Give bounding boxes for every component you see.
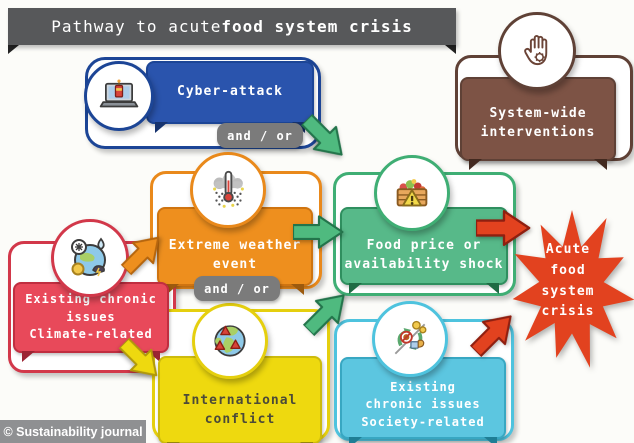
arrow-food-to-crisis	[476, 210, 531, 246]
supply-cycle-icon	[394, 320, 427, 355]
weather-label-2: event	[212, 257, 258, 273]
stop-hand-gear-icon	[524, 35, 548, 66]
ribbon-fold-left	[8, 45, 19, 54]
title-text-bold: food system crisis	[221, 17, 413, 36]
cyber-attack-circle	[84, 61, 154, 131]
and-or-pill-top: and / or	[217, 123, 303, 148]
conflict-label-2: conflict	[204, 412, 276, 428]
society-circle	[372, 301, 448, 377]
society-label-2: chronic issues	[365, 397, 481, 412]
arrow-cyber-to-food	[300, 113, 343, 156]
conflict-globe-icon	[214, 325, 246, 357]
interventions-label-1: System-wide	[489, 106, 587, 122]
climate-label-2: issues	[66, 309, 116, 324]
climate-label-3: Climate-related	[29, 327, 153, 342]
storm-thermometer-icon	[213, 170, 244, 208]
society-label-3: Society-related	[361, 414, 485, 429]
conflict-label-1: International	[182, 393, 298, 409]
society-label-1: Existing	[390, 379, 456, 394]
crisis-label: Acute food system crisis	[541, 242, 595, 320]
credit-bar: © Sustainability journal	[0, 420, 146, 443]
conflict-circle	[192, 303, 268, 379]
arrow-climate-to-conflict	[118, 337, 158, 377]
interventions-label-2: interventions	[480, 125, 596, 140]
arrow-weather-to-food	[293, 215, 344, 249]
laptop-malware-icon	[99, 79, 139, 108]
climate-globe-icon	[71, 237, 106, 277]
and-or-pill-bottom: and / or	[194, 276, 280, 301]
arrow-climate-to-weather	[120, 236, 160, 276]
title-text: Pathway to acute	[51, 17, 222, 36]
climate-circle	[51, 219, 129, 297]
arrow-conflict-to-food	[302, 294, 345, 337]
food-basket-warning-icon	[396, 179, 428, 207]
climate-label-1: Existing chronic	[25, 292, 157, 307]
weather-circle	[190, 152, 266, 228]
food-shock-label-2: availability shock	[344, 257, 504, 273]
arrow-society-to-crisis	[469, 315, 512, 358]
interventions-circle	[498, 12, 576, 90]
food-shock-circle	[374, 155, 450, 231]
ribbon-fold-right	[445, 45, 456, 54]
title-ribbon: Pathway to acute food system crisis	[8, 8, 456, 45]
food-shock-label-1: Food price or	[366, 238, 482, 254]
weather-label-1: Extreme weather	[168, 238, 302, 254]
crisis-starburst-shape	[512, 210, 634, 368]
cyber-attack-box: Cyber-attack	[146, 61, 314, 133]
credit-text: © Sustainability journal	[3, 424, 143, 439]
cyber-attack-label: Cyber-attack	[177, 84, 283, 100]
interventions-box: System-wide interventions	[460, 77, 616, 170]
